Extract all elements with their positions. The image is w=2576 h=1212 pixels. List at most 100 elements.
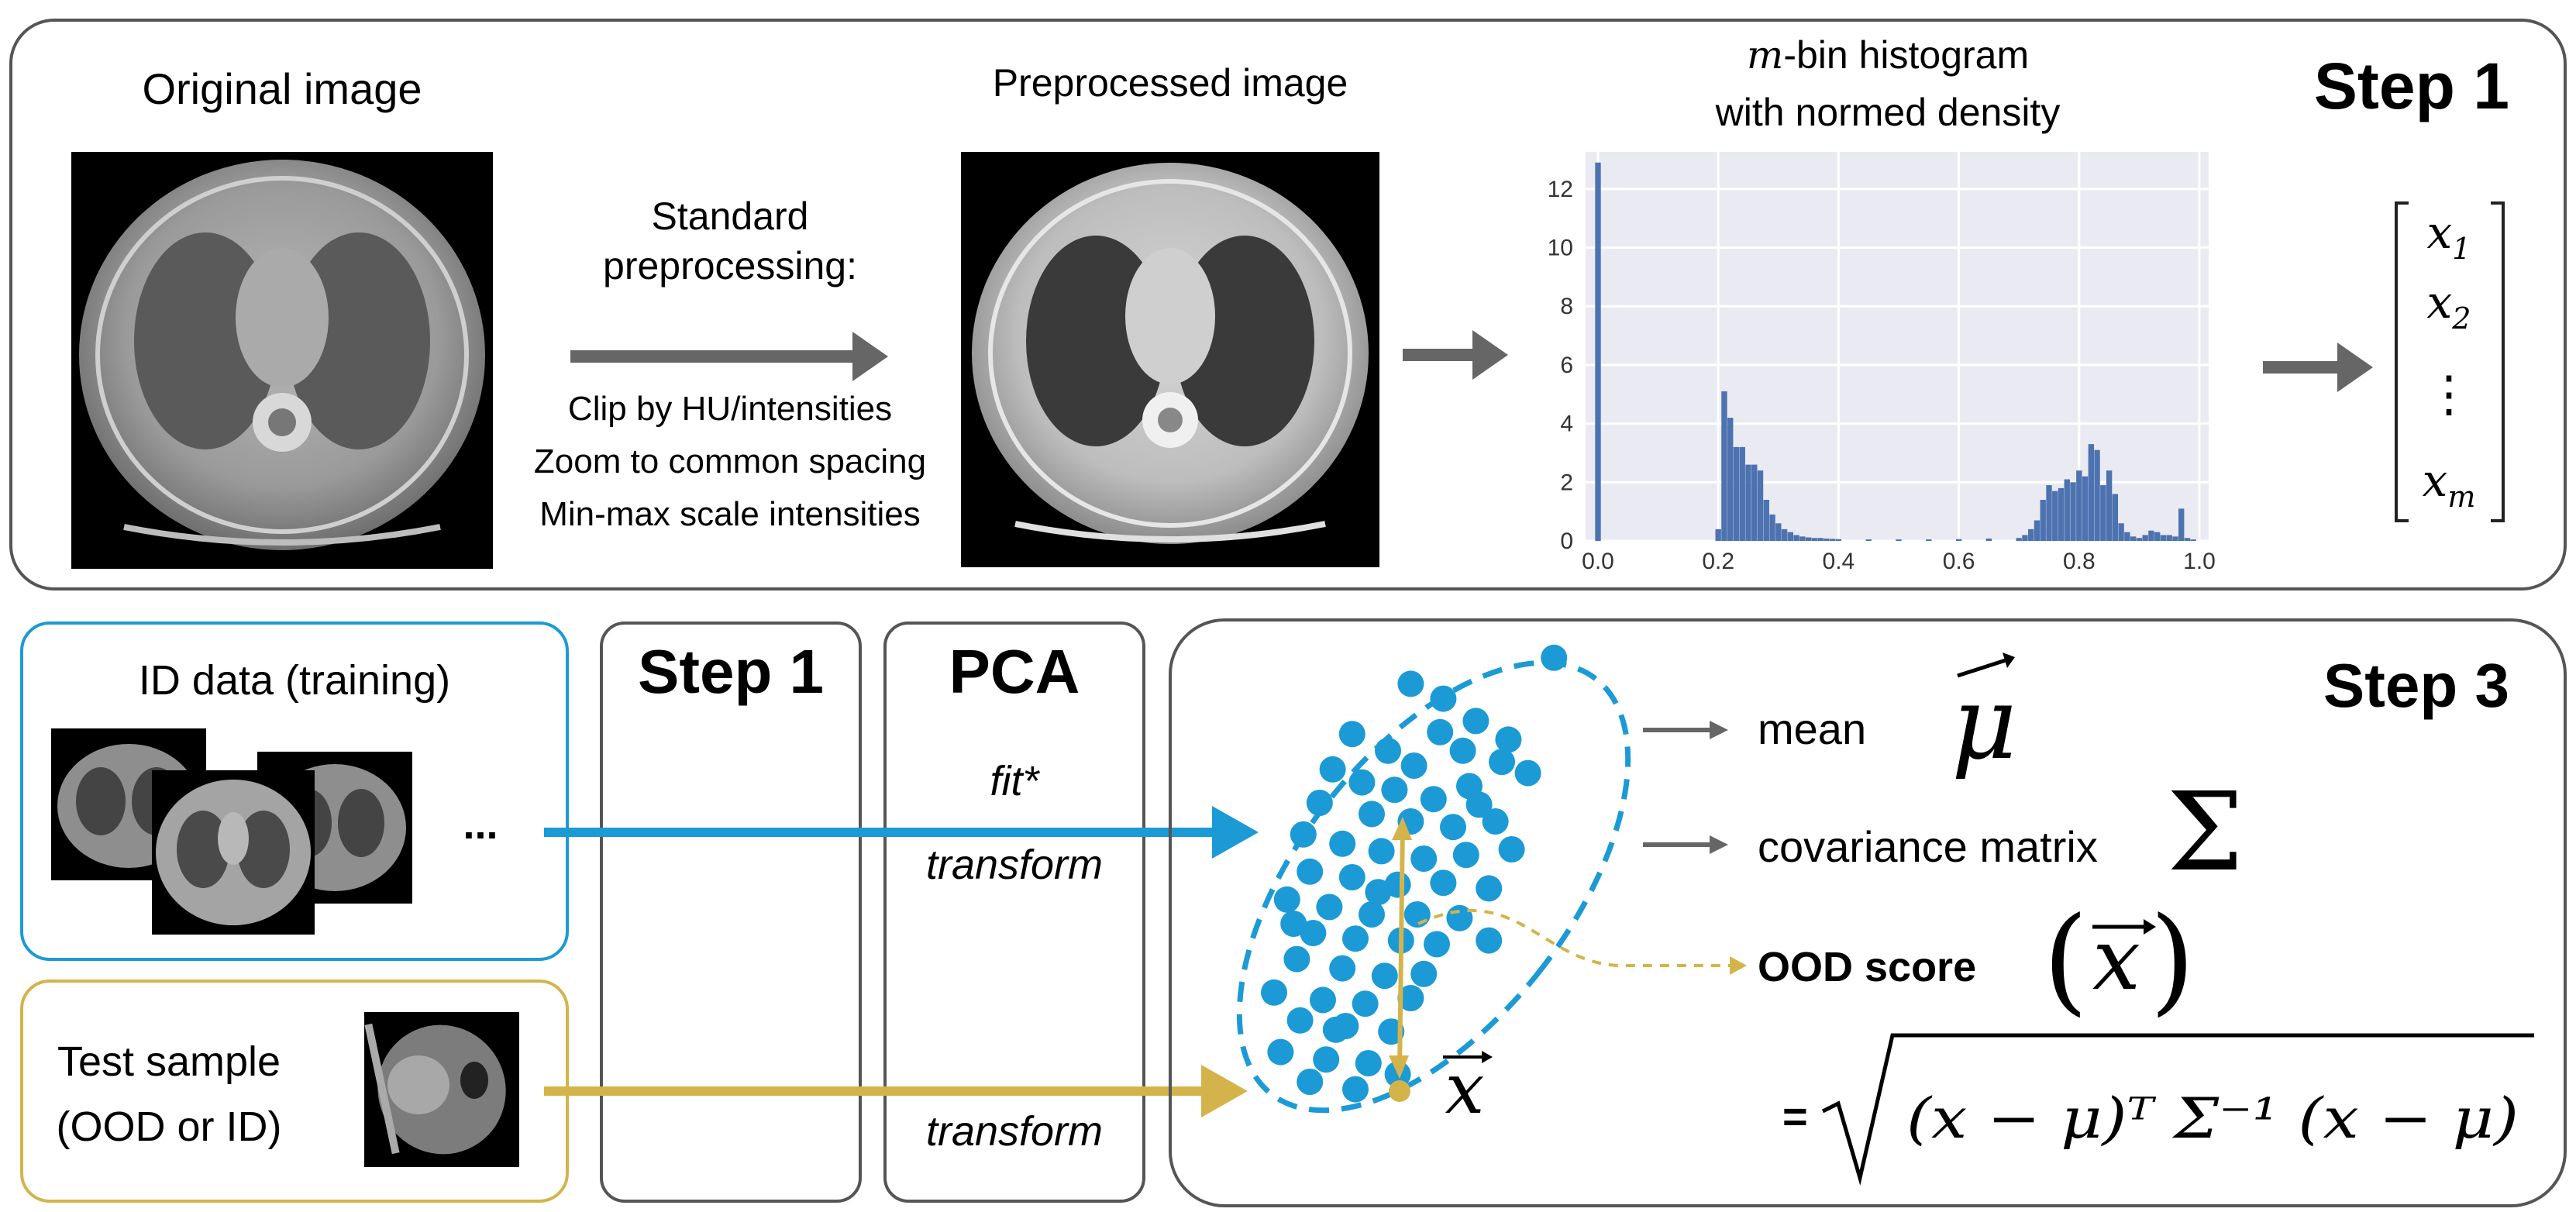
histogram-y-tick-label: 6 [1560, 353, 1573, 378]
histogram-bar [2070, 482, 2076, 541]
test-sample-thumbnail [364, 1012, 519, 1167]
pca-transform-id: transform [926, 842, 1103, 888]
original-ct-image [71, 152, 493, 569]
ood-score-vec-arrow [2092, 919, 2156, 935]
id-sample-point [1316, 894, 1343, 921]
histogram-bar [1595, 162, 1601, 542]
id-sample-point [1338, 721, 1365, 748]
histogram-bar [1769, 514, 1775, 541]
id-sample-point [1514, 759, 1541, 787]
id-sample-point [1368, 838, 1395, 865]
pca-label: PCA [949, 637, 1080, 706]
histogram-bar [1824, 538, 1830, 541]
vector-entry-xm: xm [2423, 454, 2476, 514]
cov-symbol: Σ [2167, 770, 2244, 896]
id-sample-point [1541, 644, 1568, 671]
histogram-bar [1763, 500, 1769, 541]
histogram-bar [2190, 539, 2196, 541]
id-sample-point [1410, 960, 1438, 987]
id-sample-point [1371, 962, 1398, 990]
pca-fit: fit* [990, 758, 1040, 804]
preprocessed-ct-image [961, 152, 1379, 567]
id-sample-point [1273, 886, 1300, 913]
mean-arrow [1643, 721, 1728, 739]
id-sample-point [1297, 1069, 1324, 1095]
id-sample-point [1476, 875, 1503, 902]
histogram-y-tick-label: 12 [1548, 177, 1573, 202]
histogram-y-tick-label: 0 [1560, 529, 1573, 554]
mahalanobis-distance [1389, 817, 1747, 1102]
histogram-bar [1865, 539, 1872, 541]
histogram-bar [2154, 532, 2161, 541]
preprocessing-title-line1: Standard [652, 195, 809, 238]
step1-panel-label: Step 1 [2314, 50, 2509, 122]
histogram-bar [2106, 470, 2113, 541]
id-sample-point [1462, 708, 1489, 735]
step3-panel-label: Step 3 [2323, 651, 2509, 720]
id-sample-point [1359, 901, 1385, 928]
test-sample-line1: Test sample [57, 1038, 281, 1085]
id-data-title: ID data (training) [139, 657, 450, 704]
id-distribution-ellipse [1236, 659, 1631, 1114]
to-vector-arrow [2263, 343, 2373, 392]
histogram-bar [1775, 523, 1782, 541]
id-sample-point [1313, 1046, 1340, 1073]
id-sample-point [1430, 869, 1457, 897]
feature-vector: x1 x2 ⋮ xm [2395, 201, 2505, 522]
histogram-bar [2172, 536, 2178, 541]
id-sample-point [1322, 1016, 1349, 1043]
preprocessed-image-title: Preprocessed image [993, 61, 1348, 105]
id-sample-point [1452, 842, 1479, 869]
histogram-bar [2124, 532, 2130, 541]
histogram-bar [1721, 391, 1727, 541]
step3-panel [1169, 618, 2567, 1207]
histogram-bar [1787, 532, 1794, 541]
histogram-bar [2094, 449, 2100, 541]
id-sample-point [1310, 986, 1336, 1014]
histogram-bar [1811, 538, 1818, 541]
test-point-label: x [1445, 1048, 1485, 1130]
id-data-ellipsis: ... [463, 801, 498, 848]
histogram-bar [2052, 491, 2058, 541]
histogram-bar [2118, 523, 2124, 541]
preprocessing-step-scale: Min-max scale intensities [539, 495, 921, 533]
id-sample-point [1440, 814, 1466, 841]
id-sample-point [1359, 801, 1385, 828]
histogram-bar [1727, 418, 1734, 541]
histogram-y-tick-label: 10 [1548, 236, 1573, 261]
vector-entry-x2: x2 [2427, 276, 2471, 336]
histogram-bar [1739, 446, 1745, 541]
mean-label: mean [1758, 704, 1866, 753]
histogram-bar [1835, 539, 1842, 541]
id-sample-point [1489, 749, 1515, 776]
id-flow-arrow [544, 806, 1259, 859]
id-sample-point [1420, 786, 1447, 813]
histogram-bar [1926, 539, 1932, 541]
to-histogram-arrow [1403, 330, 1508, 380]
histogram-x-tick-label: 0.4 [1823, 549, 1855, 574]
mean-symbol: μ [1951, 664, 2017, 782]
histogram-x-tick-label: 0.2 [1702, 549, 1734, 574]
preprocessing-arrow [570, 332, 888, 381]
histogram-bar [2040, 500, 2046, 541]
histogram-bar [2022, 535, 2028, 541]
histogram-bar [1829, 539, 1836, 541]
histogram-bar [2076, 470, 2082, 541]
id-sample-point [1329, 830, 1356, 857]
histogram-bar [1799, 536, 1806, 541]
histogram-bar [2034, 520, 2040, 541]
id-sample-point [1261, 979, 1287, 1006]
ood-score-close-paren: ) [2150, 893, 2195, 1028]
test-point-vec-arrow [1443, 1051, 1493, 1063]
histogram-bar [2136, 538, 2143, 541]
ood-score-label: OOD score [1758, 944, 1976, 990]
step1-panel [9, 19, 2567, 591]
id-sample-point [1397, 985, 1424, 1011]
vector-entry-x1: x1 [2427, 206, 2471, 266]
histogram-bar [1805, 537, 1812, 541]
id-sample-point [1283, 945, 1310, 973]
formula-equals: = [1782, 1092, 1808, 1141]
histogram-bar [2058, 487, 2065, 541]
histogram-bar [2016, 538, 2022, 541]
